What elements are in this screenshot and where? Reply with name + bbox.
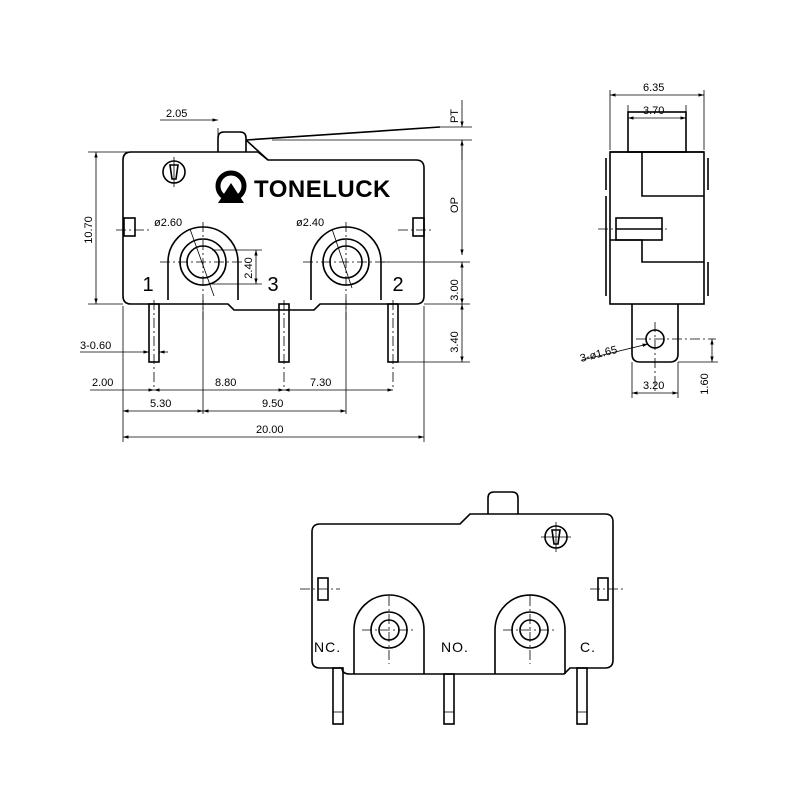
dim-hole-to-base: 3.00 <box>449 279 461 300</box>
terminal-label-c: C. <box>580 639 596 655</box>
dim-hole-right-dia: ø2.40 <box>296 217 324 229</box>
dim-pin-spacing: 3.20 <box>643 380 664 392</box>
terminal-label-nc: NC. <box>314 639 341 655</box>
dim-hole-left-x: 5.30 <box>150 398 171 410</box>
mount-slot-left <box>123 217 136 237</box>
bottom-actuator <box>487 491 519 514</box>
dim-pin-length: 3.40 <box>449 331 461 352</box>
mount-hole-right <box>303 222 389 320</box>
dim-side-width: 6.35 <box>643 82 664 94</box>
dim-hole-spacing: 9.50 <box>262 398 283 410</box>
terminal-number-1: 1 <box>142 274 153 296</box>
front-dimensions: 2.05 PT OP 10.70 ø2.60 ø2.40 2.40 3.00 3… <box>80 100 472 442</box>
front-view: TONELUCK 1 3 2 <box>116 126 441 390</box>
pivot-mark-front <box>162 157 186 187</box>
mount-slot-right <box>412 217 425 237</box>
bottom-hole-right <box>494 594 566 674</box>
front-body-outline <box>122 151 425 311</box>
dim-pt: PT <box>449 109 461 123</box>
dim-pin-offset: 1.60 <box>699 373 711 394</box>
bottom-pin-c <box>576 667 588 725</box>
bottom-hole-left <box>353 594 425 674</box>
dim-pin-left-offset: 2.00 <box>92 377 113 389</box>
dim-pin-1-3: 8.80 <box>215 377 236 389</box>
dim-hole-spacing-v: 2.40 <box>243 257 255 278</box>
dim-hole-left-dia: ø2.60 <box>154 217 182 229</box>
toneluck-logo-icon <box>215 170 247 203</box>
dim-pin-hole: 3-ø1.65 <box>579 344 619 365</box>
terminal-label-no: NO. <box>441 639 469 655</box>
dim-total-width: 20.00 <box>256 424 284 436</box>
dim-op: OP <box>449 197 461 213</box>
bottom-pin-no <box>443 673 455 725</box>
side-body <box>609 151 705 305</box>
dim-lever-offset: 2.05 <box>166 108 187 120</box>
terminal-number-2: 2 <box>392 274 403 296</box>
dim-actuator-width: 3.70 <box>643 105 664 117</box>
dim-pin-3-2: 7.30 <box>310 377 331 389</box>
pivot-mark-bottom <box>541 522 571 552</box>
bottom-pin-nc <box>332 667 344 725</box>
dim-height: 10.70 <box>83 216 95 244</box>
bottom-view: NC. NO. C. <box>300 491 626 725</box>
brand-name: TONELUCK <box>254 176 391 203</box>
dim-pin-width: 3-0.60 <box>80 340 111 352</box>
side-view <box>598 111 716 394</box>
terminal-number-3: 3 <box>267 274 278 296</box>
actuator-lever <box>217 131 247 152</box>
bottom-body-outline <box>311 513 614 675</box>
